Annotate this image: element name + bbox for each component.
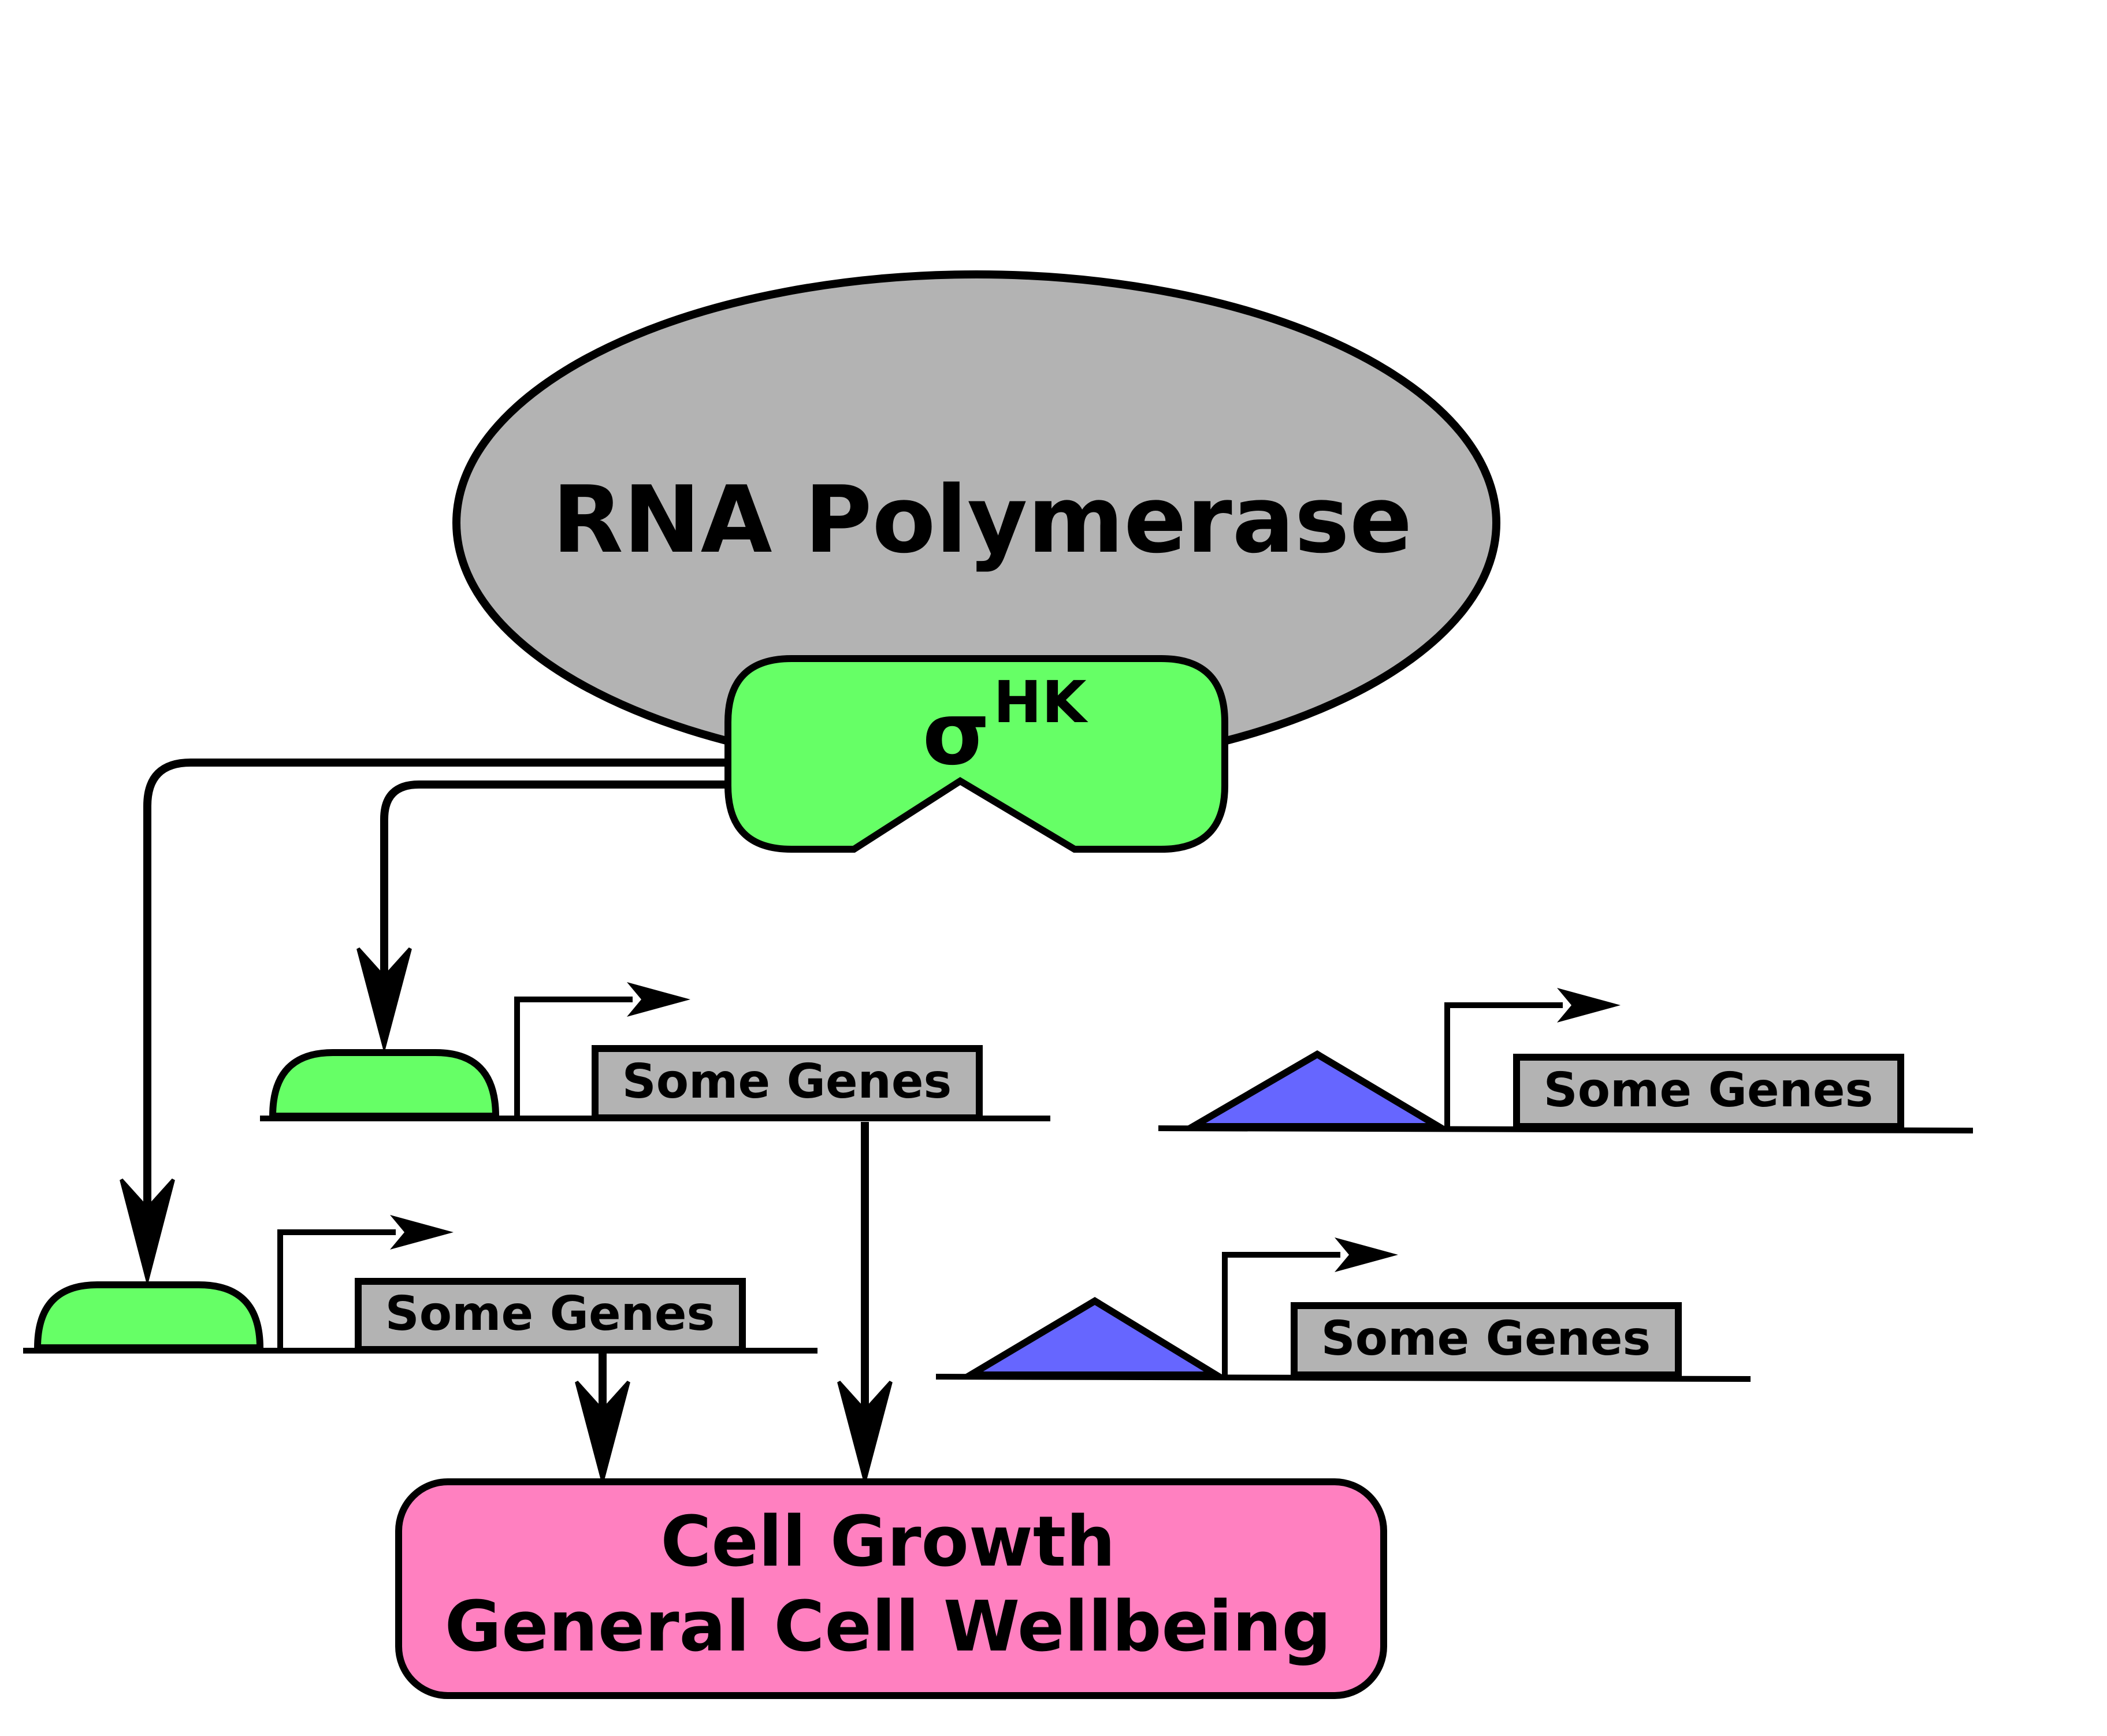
arrowhead-upper-gene bbox=[837, 1380, 893, 1487]
arrowhead-lower-promoter bbox=[120, 1178, 175, 1287]
rna-polymerase-label: RNA Polymerase bbox=[552, 466, 1413, 574]
gene-unit-upper-right: Some Genes bbox=[1158, 988, 1974, 1133]
transcription-start-arrowhead bbox=[627, 982, 690, 1017]
outcome-box-body bbox=[395, 1478, 1387, 1699]
transcription-start-arrowhead bbox=[1335, 1237, 1398, 1272]
transcription-start-arrow bbox=[1222, 1252, 1340, 1375]
outcome-line-2: General Cell Wellbeing bbox=[445, 1587, 1332, 1667]
promoter-sigma-hk bbox=[269, 1049, 500, 1120]
gene-box bbox=[355, 1278, 746, 1353]
rna-polymerase: RNA Polymerase bbox=[452, 270, 1500, 775]
gene-box bbox=[592, 1045, 983, 1121]
gene-box bbox=[1513, 1054, 1904, 1130]
promoter-sigma-hk bbox=[34, 1281, 264, 1351]
promoter-other bbox=[1180, 1050, 1451, 1130]
transcription-start-arrow bbox=[1444, 1002, 1563, 1127]
connector-to-lower-promoter bbox=[143, 759, 729, 1207]
promoter-other bbox=[958, 1296, 1229, 1378]
gene-unit-upper-left: Some Genes bbox=[260, 982, 1050, 1121]
sigma-factor: σ HK bbox=[724, 655, 1228, 853]
connector-to-upper-promoter bbox=[380, 780, 729, 976]
gene-to-outcome-arrows bbox=[575, 1122, 893, 1487]
transcription-start-arrow bbox=[514, 997, 633, 1116]
gene-label: Some Genes bbox=[622, 1054, 952, 1109]
gene-label: Some Genes bbox=[1321, 1311, 1651, 1366]
arrowhead-upper-promoter bbox=[356, 947, 412, 1054]
sigma-superscript: HK bbox=[993, 668, 1088, 736]
sigma-symbol: σ bbox=[923, 684, 990, 785]
transcription-start-arrow bbox=[277, 1229, 396, 1348]
gene-label: Some Genes bbox=[385, 1287, 715, 1341]
gene-box bbox=[1291, 1302, 1682, 1378]
outcome-box: Cell Growth General Cell Wellbeing bbox=[395, 1478, 1387, 1699]
gene-label: Some Genes bbox=[1544, 1063, 1874, 1118]
outcome-line-1: Cell Growth bbox=[660, 1502, 1115, 1582]
transcription-start-arrowhead bbox=[1557, 988, 1621, 1023]
sigma-to-promoter-connectors bbox=[143, 759, 729, 1207]
arrowhead-lower-gene bbox=[575, 1380, 630, 1487]
gene-unit-lower-left: Some Genes bbox=[23, 1215, 817, 1354]
transcription-start-arrowhead bbox=[390, 1215, 454, 1250]
sigma-factor-body bbox=[724, 655, 1228, 853]
gene-unit-lower-right: Some Genes bbox=[935, 1237, 1751, 1382]
